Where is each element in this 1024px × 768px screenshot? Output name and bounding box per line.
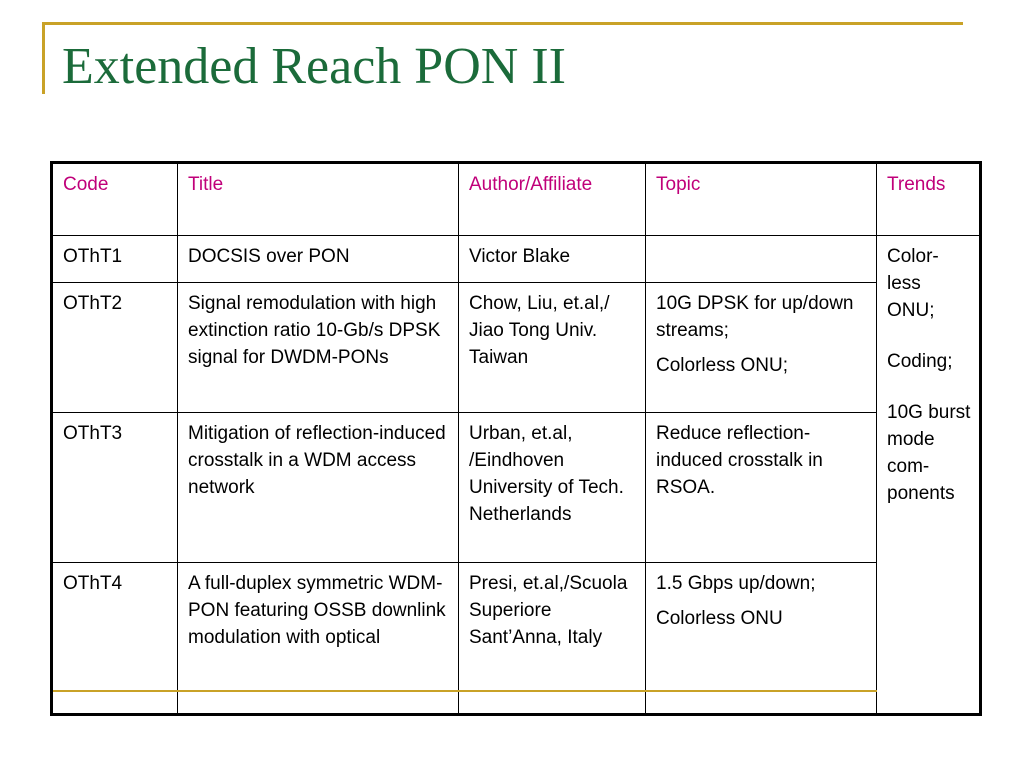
topic-line: Colorless ONU; <box>656 355 788 376</box>
slide-title: Extended Reach PON II <box>62 38 566 95</box>
header-author: Author/Affiliate <box>458 162 646 236</box>
cell-author: Urban, et.al, /Eindhoven University of T… <box>458 412 646 563</box>
trend-item: 10G burst mode com-ponents <box>887 402 971 504</box>
cell-empty <box>458 689 646 715</box>
cell-author: Victor Blake <box>458 235 646 283</box>
cell-empty <box>645 689 877 715</box>
topic-line: 10G DPSK for up/down streams; <box>656 293 854 341</box>
header-topic: Topic <box>645 162 877 236</box>
cell-trends: Color-less ONU; Coding; 10G burst mode c… <box>876 235 981 715</box>
table-row: OThT2 Signal remodulation with high exti… <box>51 282 981 413</box>
cell-title: A full-duplex symmetric WDM-PON featurin… <box>177 562 459 691</box>
cell-code: OThT2 <box>51 282 178 413</box>
cell-code: OThT4 <box>51 562 178 691</box>
cell-title: DOCSIS over PON <box>177 235 459 283</box>
table-row: OThT1 DOCSIS over PON Victor Blake Color… <box>51 235 981 715</box>
trend-item: Coding; <box>887 351 953 372</box>
topic-line: Reduce reflection-induced crosstalk in R… <box>656 423 823 498</box>
cell-topic <box>645 235 877 283</box>
cell-title: Mitigation of reflection-induced crossta… <box>177 412 459 563</box>
topic-line: 1.5 Gbps up/down; <box>656 573 816 594</box>
slide-top-rule <box>42 22 963 25</box>
cell-topic: 1.5 Gbps up/down; Colorless ONU <box>645 562 877 691</box>
table-row-empty <box>51 689 981 715</box>
header-code: Code <box>51 162 178 236</box>
cell-empty <box>177 689 459 715</box>
cell-code: OThT1 <box>51 235 178 283</box>
table-header-row: Code Title Author/Affiliate Topic Trends <box>51 162 981 236</box>
header-title: Title <box>177 162 459 236</box>
papers-table: Code Title Author/Affiliate Topic Trends… <box>50 161 982 716</box>
cell-author: Presi, et.al,/Scuola Superiore Sant’Anna… <box>458 562 646 691</box>
slide-left-rule <box>42 22 45 94</box>
cell-title: Signal remodulation with high extinction… <box>177 282 459 413</box>
cell-topic: Reduce reflection-induced crosstalk in R… <box>645 412 877 563</box>
table-row: OThT4 A full-duplex symmetric WDM-PON fe… <box>51 562 981 691</box>
header-trends: Trends <box>876 162 981 236</box>
cell-empty <box>51 689 178 715</box>
table-row: OThT3 Mitigation of reflection-induced c… <box>51 412 981 563</box>
cell-author: Chow, Liu, et.al,/ Jiao Tong Univ. Taiwa… <box>458 282 646 413</box>
cell-topic: 10G DPSK for up/down streams; Colorless … <box>645 282 877 413</box>
topic-line: Colorless ONU <box>656 608 783 629</box>
trend-item: Color-less ONU; <box>887 246 939 321</box>
cell-code: OThT3 <box>51 412 178 563</box>
